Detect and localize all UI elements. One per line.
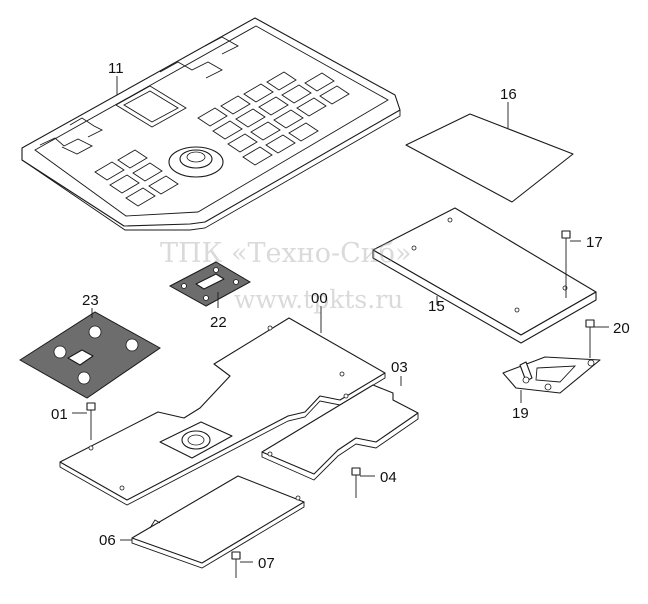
bracket-part [502, 356, 601, 394]
callout-22: 22 [210, 314, 227, 331]
callout-00: 00 [311, 290, 328, 307]
floor-plate-part [59, 317, 386, 506]
callout-11: 11 [108, 60, 124, 77]
pedal-mat-part [19, 311, 161, 399]
side-plate-part [261, 384, 419, 481]
floor-mat-part [21, 17, 401, 231]
bolt-20 [585, 319, 595, 340]
bracket-plate-part [372, 207, 597, 344]
callout-20: 20 [613, 320, 630, 337]
cover-plate-part [405, 113, 574, 203]
callout-07: 07 [258, 555, 275, 572]
bolt-07 [231, 551, 241, 578]
bolt-04 [351, 467, 361, 490]
watermark-line2: www.tpkts.ru [234, 285, 403, 314]
callout-06: 06 [99, 532, 116, 549]
lower-plate-part [131, 475, 305, 569]
watermark-line1: ТПК «Техно-Сиб» [160, 238, 412, 269]
callout-15: 15 [428, 298, 445, 315]
callout-01: 01 [51, 406, 68, 423]
bolt-01 [86, 402, 96, 440]
callout-19: 19 [512, 405, 529, 422]
callout-03: 03 [391, 359, 408, 376]
leader-lines [72, 76, 609, 563]
small-mat-part [168, 261, 252, 307]
callout-16: 16 [500, 86, 517, 103]
bolt-17 [561, 230, 571, 272]
callout-23: 23 [82, 292, 99, 309]
callout-04: 04 [380, 469, 397, 486]
callout-17: 17 [586, 234, 603, 251]
